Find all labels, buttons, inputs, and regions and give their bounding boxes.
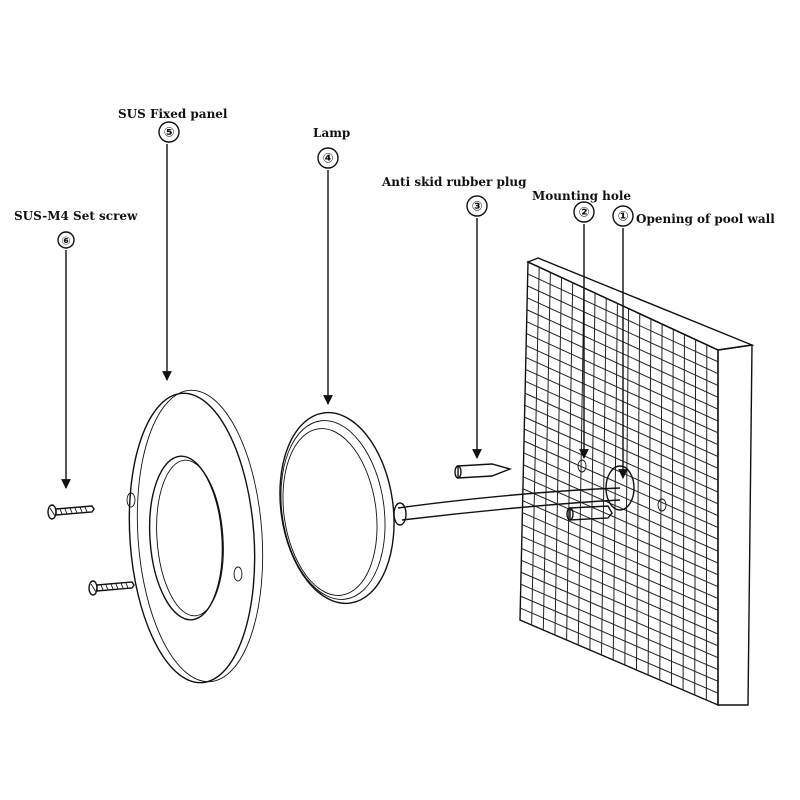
callout-number: ②: [578, 206, 589, 221]
callout-number: ①: [617, 210, 628, 225]
callout-number: ⑤: [163, 126, 174, 141]
grid-line: [520, 583, 718, 670]
set-screw: [88, 580, 135, 596]
rubber-plug-inserted: [566, 505, 613, 521]
grid-line: [525, 368, 718, 457]
wall-tile-grid: [520, 267, 718, 701]
callout-anti-skid-rubber-plug: Anti skid rubber plug ③: [381, 175, 527, 459]
grid-line: [521, 547, 718, 635]
grid-line: [521, 536, 718, 623]
set-screw: [47, 504, 95, 520]
part-label: Opening of pool wall: [636, 212, 775, 226]
grid-line: [525, 380, 718, 469]
part-label: Anti skid rubber plug: [381, 175, 527, 189]
part-label: Lamp: [313, 126, 350, 140]
callout-sus-fixed-panel: SUS Fixed panel ⑤: [118, 107, 228, 381]
lamp: [279, 411, 395, 605]
panel-screw-hole: [126, 492, 136, 508]
grid-line: [523, 440, 718, 528]
mounting-hole: [657, 498, 667, 512]
callout-opening-of-pool-wall: ① Opening of pool wall: [612, 205, 775, 479]
part-label: SUS-M4 Set screw: [14, 209, 138, 223]
grid-line: [523, 464, 718, 552]
grid-line: [521, 559, 718, 647]
callout-lamp: Lamp ④: [313, 126, 350, 405]
part-label: SUS Fixed panel: [118, 107, 228, 121]
grid-line: [522, 512, 718, 599]
callout-number: ④: [322, 152, 333, 167]
pool-wall: [519, 257, 755, 707]
callout-mounting-hole: Mounting hole ②: [532, 189, 631, 459]
grid-line: [522, 488, 718, 576]
sus-fixed-panel: [126, 389, 264, 684]
grid-line: [526, 333, 718, 422]
mounting-hole: [577, 459, 587, 473]
grid-line: [524, 404, 718, 493]
grid-line: [525, 345, 718, 434]
grid-line: [524, 416, 718, 505]
panel-screw-hole: [233, 566, 243, 582]
grid-line: [520, 607, 718, 694]
grid-line: [520, 595, 718, 682]
grid-line: [521, 524, 718, 611]
grid-line: [525, 357, 718, 446]
rubber-plug-loose: [454, 463, 513, 479]
grid-line: [524, 392, 718, 481]
callout-number: ③: [471, 200, 482, 215]
callout-number: ⑥: [61, 235, 70, 248]
grid-line: [520, 571, 718, 659]
grid-line: [523, 452, 718, 540]
part-label: Mounting hole: [532, 189, 631, 203]
grid-line: [522, 500, 718, 588]
callout-sus-m4-set-screw: SUS-M4 Set screw ⑥: [14, 209, 138, 489]
